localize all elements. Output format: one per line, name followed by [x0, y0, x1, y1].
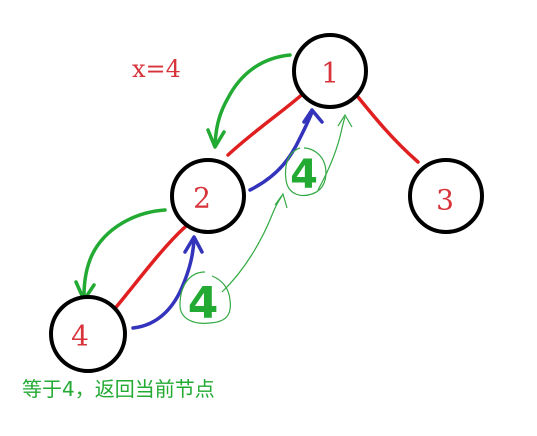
node-root-label: 1 — [321, 57, 339, 90]
node-right: 3 — [408, 158, 484, 234]
return-annotation-lower — [179, 192, 288, 324]
node-leaf: 4 — [49, 295, 127, 373]
return-label-upper: 4 — [290, 152, 318, 198]
x-label: x=4 — [132, 55, 181, 83]
descend-arrow-root-to-left — [206, 53, 292, 149]
edge-left-leaf — [110, 225, 187, 314]
node-left: 2 — [170, 158, 246, 234]
return-arrow-left-to-root — [248, 108, 324, 192]
return-annotation-upper — [284, 113, 353, 197]
node-leaf-label: 4 — [71, 320, 89, 353]
edge-root-right — [356, 95, 420, 164]
node-root: 1 — [292, 33, 368, 109]
node-left-label: 2 — [193, 182, 211, 215]
descend-arrow-left-to-leaf — [74, 208, 167, 302]
edge-root-left — [226, 90, 307, 157]
return-label-lower: 4 — [188, 278, 219, 329]
return-arrow-leaf-to-left — [131, 235, 204, 330]
node-right-label: 3 — [436, 184, 454, 217]
caption: 等于4，返回当前节点 — [22, 377, 215, 401]
